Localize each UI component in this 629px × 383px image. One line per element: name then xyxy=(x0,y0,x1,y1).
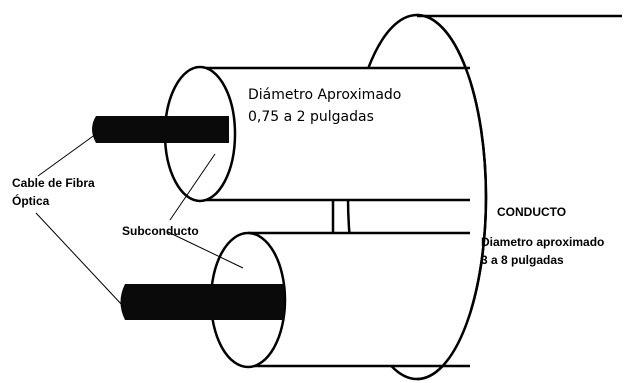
lower-fiber-cable xyxy=(120,284,284,320)
sub-diameter-label-line1: Diámetro Aproximado xyxy=(248,87,401,103)
conduit-diameter-label-line1: Diametro aproximado xyxy=(481,235,604,249)
cable-label-line2: Óptica xyxy=(12,193,50,208)
subconduct-leader-upper xyxy=(169,153,216,221)
lower-subconduct-body xyxy=(248,233,470,366)
lower-fiber-cable-body xyxy=(120,284,284,320)
cable-leader-lower xyxy=(35,212,124,307)
subconduct-leader-lower xyxy=(167,231,244,269)
upper-fiber-cable xyxy=(92,116,229,143)
upper-subconduct xyxy=(163,65,470,203)
subconduct-label: Subconducto xyxy=(122,224,199,238)
upper-fiber-cable-body xyxy=(92,116,229,143)
conduit-label: CONDUCTO xyxy=(497,205,566,219)
lower-subconduct xyxy=(209,231,470,369)
upper-subconduct-body xyxy=(200,68,470,200)
conduit-diameter-label-line2: 3 a 8 pulgadas xyxy=(481,253,564,267)
sub-diameter-label-line2: 0,75 a 2 pulgadas xyxy=(248,109,374,125)
cable-label-line1: Cable de Fibra xyxy=(12,176,95,190)
leader-lines xyxy=(35,133,244,307)
cable-leader-upper xyxy=(37,133,97,177)
conduit-right-edge xyxy=(416,13,488,381)
